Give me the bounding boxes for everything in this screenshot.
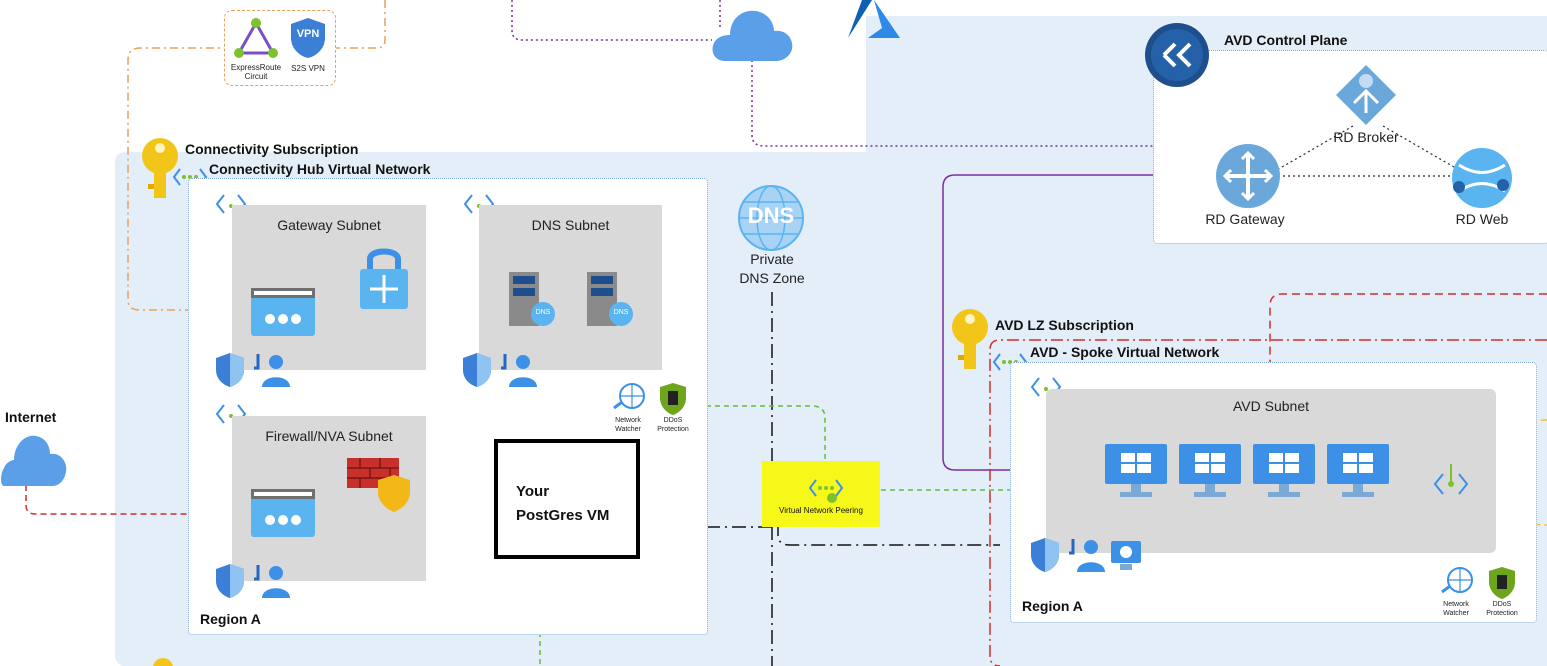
avd-control-plane-title: AVD Control Plane bbox=[1224, 32, 1348, 48]
vpn-shield-icon bbox=[291, 18, 325, 58]
postgres-line2: PostGres VM bbox=[516, 507, 610, 524]
network-watcher-icon bbox=[1441, 567, 1473, 594]
key-icon-partial bbox=[153, 658, 173, 666]
key-icon bbox=[952, 309, 988, 369]
peering-label: Virtual Network Peering bbox=[779, 506, 863, 515]
postgres-line1: Your bbox=[516, 483, 550, 500]
postgres-vm-box bbox=[494, 439, 640, 559]
firewall-icon bbox=[347, 458, 410, 512]
avd-spoke-vnet-title: AVD - Spoke Virtual Network bbox=[1030, 344, 1220, 360]
private-dns-zone-icon bbox=[738, 185, 804, 251]
avd-ddos-label: DDoS Protection bbox=[1486, 601, 1518, 617]
route-user-icon bbox=[254, 565, 290, 598]
session-host-vm-icon bbox=[1253, 444, 1315, 497]
peering-highlight bbox=[762, 461, 880, 527]
avd-lz-subscription-title: AVD LZ Subscription bbox=[995, 317, 1134, 333]
private-dns-line2: DNS Zone bbox=[739, 270, 805, 286]
firewall-appliance-icon bbox=[251, 489, 315, 537]
ddos-protection-label: DDoS Protection bbox=[657, 417, 689, 433]
dns-server-badge: DNS bbox=[535, 309, 551, 316]
avd-logo-icon bbox=[1145, 23, 1209, 87]
private-endpoint-icon bbox=[1433, 464, 1469, 495]
private-dns-line1: Private bbox=[750, 251, 794, 267]
route-user-icon bbox=[501, 354, 537, 387]
rd-web-label: RD Web bbox=[1455, 211, 1509, 227]
azure-logo-icon bbox=[848, 0, 900, 38]
nsg-shield-icon bbox=[463, 353, 491, 387]
internet-cloud-icon bbox=[1, 435, 67, 486]
security-monitor-icon bbox=[1111, 541, 1141, 570]
rd-broker-label: RD Broker bbox=[1333, 129, 1399, 145]
session-host-vm-icon bbox=[1105, 444, 1167, 497]
session-host-vm-icon bbox=[1179, 444, 1241, 497]
ddos-protection-icon bbox=[1489, 567, 1515, 599]
expressroute-label: ExpressRoute Circuit bbox=[230, 63, 282, 81]
nsg-shield-icon bbox=[216, 564, 244, 598]
vpn-badge-text: VPN bbox=[296, 28, 320, 40]
cloud-icon bbox=[712, 10, 793, 62]
rd-web-icon bbox=[1452, 148, 1512, 208]
connectivity-subscription-title: Connectivity Subscription bbox=[185, 141, 359, 157]
ddos-protection-icon bbox=[660, 383, 686, 415]
nsg-shield-icon bbox=[216, 353, 244, 387]
vnet-peering-icon bbox=[808, 479, 844, 503]
hub-region-label: Region A bbox=[200, 611, 261, 627]
nsg-shield-icon bbox=[1031, 538, 1059, 572]
key-icon bbox=[142, 138, 178, 198]
dns-server-icon bbox=[509, 272, 555, 326]
firewall-subnet-title: Firewall/NVA Subnet bbox=[265, 428, 393, 444]
gateway-subnet-title: Gateway Subnet bbox=[277, 217, 381, 233]
private-dns-badge: DNS bbox=[747, 203, 795, 228]
network-watcher-label: Network Watcher bbox=[615, 417, 641, 433]
avd-region-label: Region A bbox=[1022, 598, 1083, 614]
rd-gateway-icon bbox=[1216, 144, 1280, 208]
route-user-icon bbox=[254, 354, 290, 387]
session-host-vm-icon bbox=[1327, 444, 1389, 497]
rd-broker-icon bbox=[1336, 65, 1396, 125]
gateway-appliance-icon bbox=[251, 288, 315, 336]
rd-gateway-label: RD Gateway bbox=[1205, 211, 1285, 227]
avd-subnet-title: AVD Subnet bbox=[1232, 398, 1309, 414]
vpn-gateway-lock-icon bbox=[360, 248, 408, 309]
internet-label: Internet bbox=[5, 409, 57, 425]
network-watcher-icon bbox=[613, 383, 645, 410]
hub-vnet-title: Connectivity Hub Virtual Network bbox=[209, 161, 431, 177]
dns-server-icon bbox=[587, 272, 633, 326]
expressroute-icon bbox=[234, 18, 278, 58]
dns-subnet-title: DNS Subnet bbox=[531, 217, 610, 233]
s2s-vpn-label: S2S VPN bbox=[291, 64, 325, 73]
avd-network-watcher-label: Network Watcher bbox=[1443, 601, 1469, 617]
dns-server-badge: DNS bbox=[613, 309, 629, 316]
route-user-icon bbox=[1069, 539, 1105, 572]
